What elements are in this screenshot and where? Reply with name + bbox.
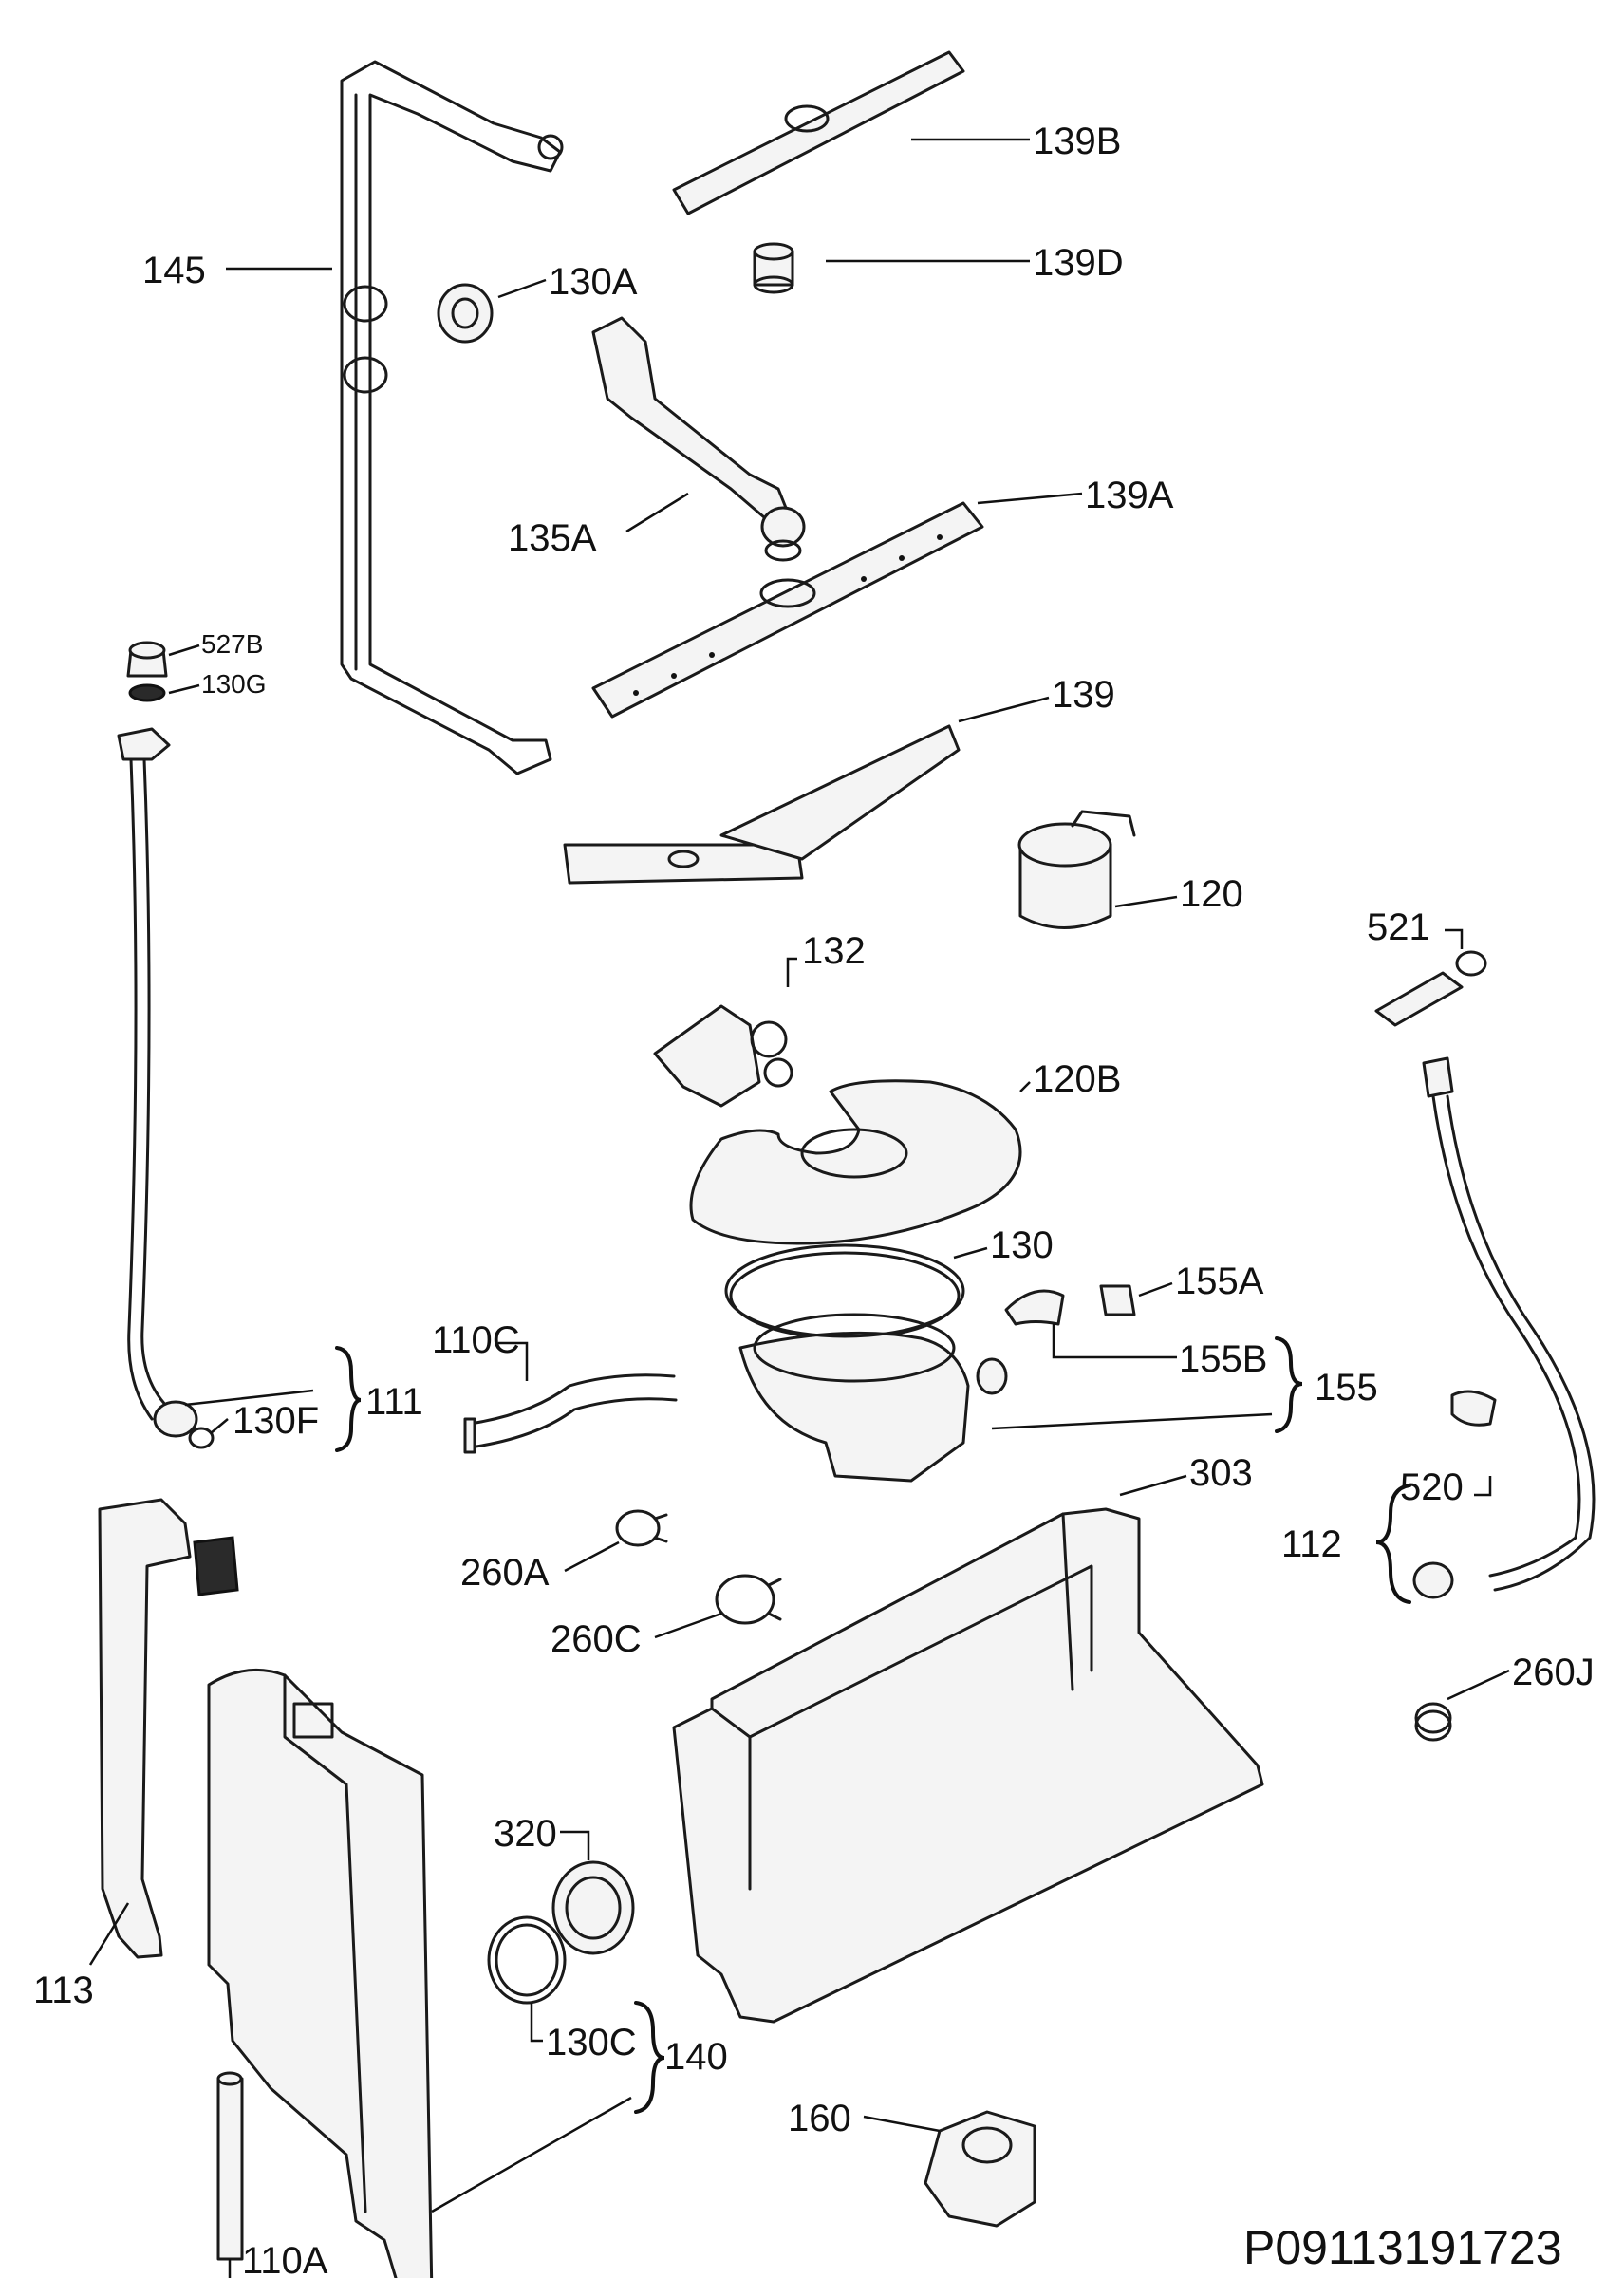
part-140-side-panel (207, 1668, 434, 2278)
label-110A: 110A (242, 2240, 328, 2278)
label-130C: 130C (546, 2022, 637, 2063)
part-135A-bracket (591, 316, 806, 562)
part-320-seal-ring (551, 1860, 635, 1955)
label-160: 160 (788, 2098, 851, 2139)
panel-vent (292, 1702, 334, 1739)
part-110C-corrugated-hose (463, 1373, 678, 1454)
label-135A: 135A (508, 517, 597, 559)
part-130F-washer (188, 1427, 215, 1449)
part-139B-upper-spray-arm (672, 50, 965, 215)
label-145: 145 (142, 250, 206, 291)
label-112: 112 (1281, 1523, 1342, 1565)
part-113-air-duct (98, 1498, 239, 1959)
label-111: 111 (365, 1381, 423, 1423)
label-303: 303 (1189, 1452, 1253, 1494)
part-160-pump (924, 2110, 1036, 2228)
label-260J: 260J (1512, 1652, 1595, 1693)
label-132: 132 (802, 930, 866, 972)
reference-code: P09113191723 (1243, 2221, 1562, 2274)
part-527B-cap (126, 641, 168, 678)
part-520-clip (1450, 1390, 1497, 1427)
label-140: 140 (664, 2036, 728, 2078)
label-139A: 139A (1085, 475, 1174, 516)
label-320: 320 (494, 1813, 557, 1855)
label-155A: 155A (1175, 1260, 1264, 1302)
part-130-sump-gasket (724, 1243, 965, 1338)
part-111-inlet-hose (117, 727, 198, 1438)
label-260C: 260C (551, 1618, 642, 1660)
part-112-drain-hose (1412, 1056, 1596, 1599)
part-139-lower-spray-arm (563, 724, 961, 885)
label-130F: 130F (233, 1400, 319, 1442)
part-139A-middle-spray-arm (591, 501, 984, 719)
part-110A-pipe (216, 2071, 244, 2261)
label-120B: 120B (1033, 1058, 1121, 1100)
label-113: 113 (33, 1970, 94, 2011)
label-110C: 110C (432, 1319, 520, 1361)
part-260A-clamp (615, 1509, 668, 1547)
label-520: 520 (1400, 1466, 1464, 1508)
part-155A-fitting (1099, 1284, 1136, 1316)
part-260J-clamp (1414, 1702, 1452, 1742)
part-130C-gasket (487, 1915, 567, 2005)
label-139: 139 (1052, 674, 1115, 716)
label-521: 521 (1367, 906, 1430, 948)
spray-holes (633, 534, 943, 696)
label-130G: 130G (201, 669, 267, 699)
part-120B-filter-plate (689, 1079, 1022, 1245)
part-130A-gasket (437, 283, 494, 344)
label-527B: 527B (201, 629, 263, 659)
part-130G-washer (128, 683, 166, 702)
part-155B-cover (1004, 1289, 1065, 1326)
part-139D-nut (753, 242, 794, 294)
label-130A: 130A (549, 261, 638, 303)
part-132-valve (653, 1004, 793, 1108)
part-260C-clamp (715, 1574, 782, 1625)
label-139D: 139D (1033, 242, 1124, 284)
label-139B: 139B (1033, 121, 1121, 162)
part-145-spray-pipe (340, 60, 564, 775)
label-130: 130 (990, 1224, 1054, 1266)
label-260A: 260A (460, 1552, 550, 1594)
label-155B: 155B (1179, 1338, 1267, 1380)
part-521-key (1374, 950, 1487, 1027)
label-120: 120 (1180, 873, 1243, 915)
part-120-microfilter (1017, 810, 1136, 929)
label-155: 155 (1315, 1367, 1378, 1409)
part-155-sump (729, 1251, 1008, 1483)
part-303-base-tray (672, 1507, 1264, 2024)
